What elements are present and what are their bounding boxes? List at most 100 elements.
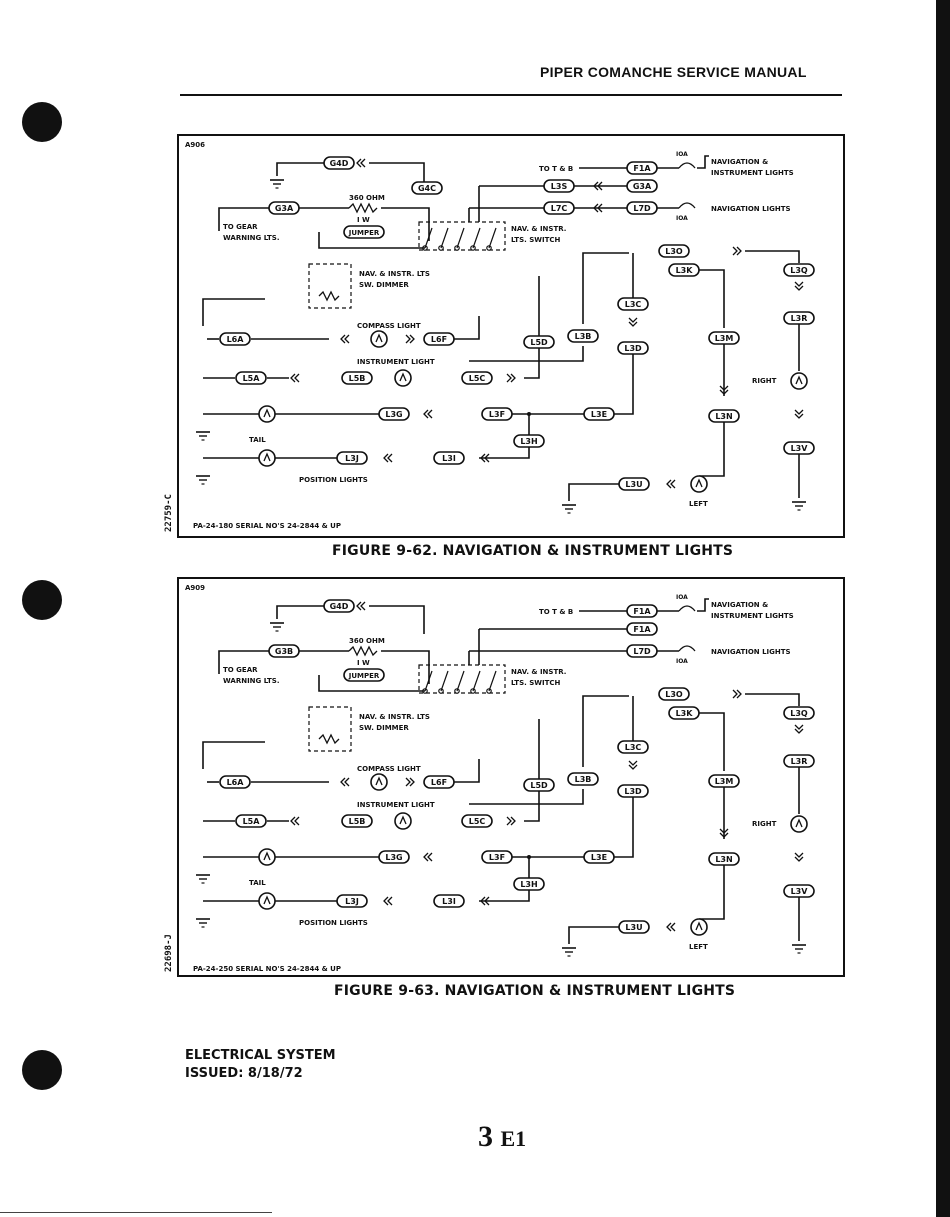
switch-blade — [472, 670, 481, 692]
plug-chevron — [383, 453, 393, 463]
lamp-filament — [263, 895, 271, 905]
section-name: ELECTRICAL SYSTEM — [185, 1048, 336, 1063]
lamp-filament — [795, 818, 803, 828]
connector-label: L3J — [345, 897, 359, 906]
plug-chevron — [719, 828, 729, 838]
wire-connector — [618, 477, 650, 491]
wire — [745, 693, 800, 706]
compass-lamp-icon — [370, 330, 388, 348]
connector-label: L3K — [676, 266, 694, 275]
switch-blade — [440, 227, 449, 249]
breaker-label: INSTRUMENT LIGHTS — [711, 169, 794, 177]
wire — [318, 675, 425, 692]
wire-connector — [235, 814, 267, 828]
right-nav-lamp-icon — [790, 815, 808, 833]
wire-connector — [618, 920, 650, 934]
breaker-label: NAVIGATION & — [711, 158, 768, 166]
connector-label: G4D — [330, 602, 349, 611]
plug-chevron — [405, 777, 415, 787]
lamp-label: LEFT — [689, 943, 708, 951]
connector-label: L3M — [715, 777, 734, 786]
diagram-label: TO T & B — [539, 165, 573, 173]
resistor-label: I W — [357, 216, 370, 224]
connector-label: L3I — [442, 454, 456, 463]
header-divider — [180, 94, 842, 96]
connector-label: L3F — [489, 410, 505, 419]
compass-lamp-icon — [370, 773, 388, 791]
wire — [276, 605, 324, 619]
lamp-filament — [695, 921, 703, 931]
connector-label: L5B — [349, 374, 366, 383]
lamp-filament — [399, 815, 407, 825]
wire — [218, 650, 269, 674]
diagram-label: TO GEAR — [223, 223, 258, 231]
drawing-code: 22759-C — [164, 494, 174, 532]
connector-label: L5C — [469, 817, 486, 826]
connector-label: L3O — [665, 690, 683, 699]
switch-blade — [456, 227, 465, 249]
plug-chevron — [340, 334, 350, 344]
dimmer-resistor — [318, 290, 340, 302]
wire — [699, 422, 725, 477]
plug-chevron — [732, 246, 742, 256]
wire — [745, 250, 800, 263]
wire — [582, 252, 629, 324]
switch-blade — [424, 227, 433, 249]
switch-label: LTS. SWITCH — [511, 236, 560, 244]
connector-label: L7D — [633, 647, 651, 656]
instrument-lamp-icon — [394, 812, 412, 830]
plug-chevron — [506, 816, 516, 826]
connector-label: L3U — [625, 480, 642, 489]
switch-blade — [456, 670, 465, 692]
connector-label: L3Q — [790, 709, 808, 718]
wire — [568, 483, 619, 501]
switch-blade — [424, 670, 433, 692]
connector-label: L3S — [551, 182, 568, 191]
drawing-code: 22698-J — [164, 934, 174, 972]
connector-label: G4C — [418, 184, 436, 193]
connector-label: L5A — [243, 817, 261, 826]
connector-label: L3U — [625, 923, 642, 932]
connector-label: L3H — [520, 437, 537, 446]
connector-label: L3R — [791, 314, 808, 323]
serial-note: PA-24-250 SERIAL NO'S 24-2844 & UP — [193, 965, 341, 973]
connector-label: L3B — [575, 332, 592, 341]
dimmer-label: SW. DIMMER — [359, 281, 409, 289]
wire-connector — [617, 297, 649, 311]
plug-chevron — [666, 922, 676, 932]
dimmer-outline — [308, 706, 352, 752]
wire-connector — [235, 371, 267, 385]
plug-chevron — [794, 281, 804, 291]
wire-connector — [323, 599, 355, 613]
lamp-filament — [399, 372, 407, 382]
connector-label: L3K — [676, 709, 694, 718]
wire — [524, 719, 540, 822]
connector-label: L6A — [227, 778, 245, 787]
wire — [454, 316, 480, 340]
connector-label: JUMPER — [348, 672, 380, 680]
wire — [381, 207, 430, 241]
wire — [582, 695, 629, 767]
resistor-label: 360 OHM — [349, 637, 385, 645]
wire — [218, 207, 269, 231]
dimmer-label: NAV. & INSTR. LTS — [359, 713, 430, 721]
connector-label: G3A — [633, 182, 652, 191]
lamp-filament — [263, 452, 271, 462]
plug-chevron — [383, 896, 393, 906]
connector-label: G4D — [330, 159, 349, 168]
connector-label: L5D — [530, 338, 548, 347]
plug-chevron — [356, 601, 366, 611]
plug-chevron — [719, 385, 729, 395]
jumper-connector — [343, 225, 385, 239]
circuit-breaker-symbol — [678, 162, 696, 169]
dimmer-label: SW. DIMMER — [359, 724, 409, 732]
connector-label: L5B — [349, 817, 366, 826]
plug-chevron — [628, 760, 638, 770]
connector-label: L3O — [665, 247, 683, 256]
diagram-label: TO T & B — [539, 608, 573, 616]
bottom-rule — [0, 1212, 272, 1213]
plug-chevron — [732, 689, 742, 699]
